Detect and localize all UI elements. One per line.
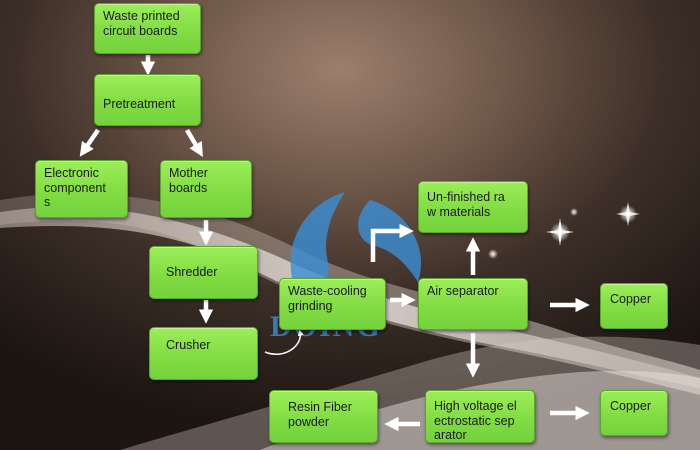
sparkle-decoration (488, 202, 640, 259)
node-shredder: Shredder (149, 246, 258, 299)
node-copper-2: Copper (600, 390, 668, 436)
node-copper-1: Copper (600, 283, 668, 329)
node-resin-fiber-powder: Resin Fiber powder (269, 390, 378, 443)
node-air-separator: Air separator (418, 278, 528, 330)
node-pretreatment: Pretreatment (94, 74, 201, 126)
node-waste-printed-circuit-boards: Waste printed circuit boards (94, 3, 201, 54)
node-crusher: Crusher (149, 327, 258, 380)
node-waste-cooling-grinding: Waste-cooling grinding (279, 278, 386, 330)
node-high-voltage-electrostatic-separator: High voltage el ectrostatic sep arator (425, 390, 535, 443)
node-unfinished-raw-materials: Un-finished ra w materials (418, 181, 528, 233)
node-mother-boards: Mother boards (160, 160, 252, 218)
node-electronic-components: Electronic component s (35, 160, 128, 218)
